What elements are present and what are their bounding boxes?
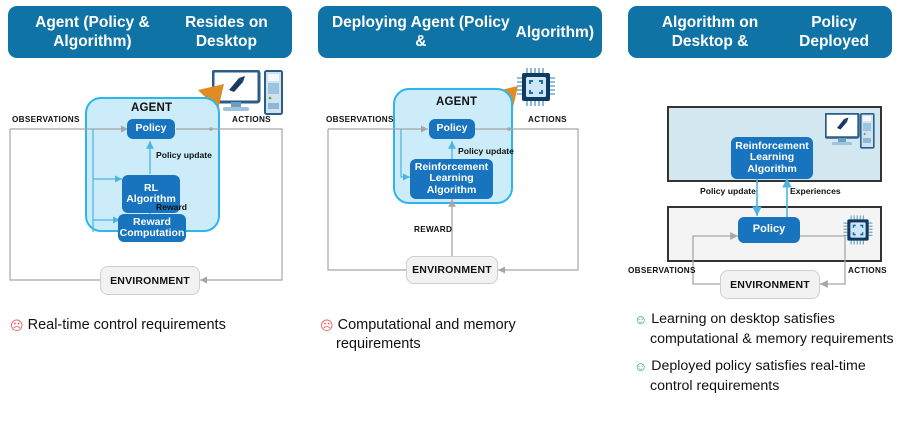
block-rl-algorithm-line-1: Reinforcement (414, 160, 489, 173)
label-reward: REWARD (414, 225, 453, 234)
bullet-text: Real-time control requirements (27, 317, 226, 333)
block-reward-computation-line-2: Computation (119, 227, 185, 239)
label-observations: OBSERVATIONS (628, 266, 696, 275)
panel-1-header-line-1: Agent (Policy & Algorithm) (35, 14, 150, 50)
panel-1-diagram: AGENT P (0, 62, 300, 312)
label-actions: ACTIONS (232, 115, 271, 124)
panel-2-header-line-1: Deploying Agent (Policy & (331, 14, 510, 50)
label-policy-update: Policy update (156, 150, 212, 160)
block-rl-algorithm-line-3: Algorithm (747, 162, 797, 175)
panel-3-bullets: ☺ Learning on desktop satisfies computat… (634, 310, 894, 404)
sad-face-icon: ☹ (320, 318, 334, 333)
bullet-text: Computational and memory requirements (336, 317, 516, 352)
panel-algorithm-desktop-policy-deployed: Algorithm on Desktop & Policy Deployed (620, 0, 900, 425)
block-reward-computation-line-1: Reward (133, 215, 171, 228)
block-rl-algorithm: RL Algorithm (122, 175, 180, 213)
block-rl-algorithm-line-3: Algorithm (426, 183, 477, 196)
panel-2-header-line-2: Algorithm) (515, 23, 594, 41)
bullet-item: ☹ Computational and memory requirements (320, 316, 604, 354)
panel-2-connectors (327, 125, 579, 274)
desktop-monitor-icon (824, 112, 865, 154)
block-rl-algorithm-line-2: Learning (749, 151, 795, 164)
microchip-icon (515, 66, 557, 113)
panel-2-diagram: AGENT Policy Reinforcement Learning Alg (310, 62, 610, 312)
block-reward-computation: Reward Computation (118, 214, 186, 242)
panel-2-header: Deploying Agent (Policy & Algorithm) (318, 6, 602, 58)
panel-3-header: Algorithm on Desktop & Policy Deployed (628, 6, 892, 58)
panel-3-connectors (692, 177, 846, 288)
bullet-item: ☺ Deployed policy satisfies real-time co… (634, 357, 894, 395)
happy-face-icon: ☺ (634, 312, 648, 327)
panel-3-header-line-1: Algorithm on Desktop & (661, 14, 759, 50)
bullet-text: Learning on desktop satisfies computatio… (650, 311, 894, 347)
happy-face-icon: ☺ (634, 359, 648, 374)
desktop-tower-icon (860, 113, 875, 154)
environment-box: ENVIRONMENT (406, 256, 498, 284)
label-experiences: Experiences (790, 186, 841, 196)
bullet-item: ☹ Real-time control requirements (10, 316, 294, 335)
panel-1-bullets: ☹ Real-time control requirements (10, 316, 294, 344)
block-rl-algorithm-line-2: Algorithm (126, 193, 176, 205)
label-policy-update: Policy update (700, 186, 756, 196)
panel-3-header-line-2: Policy Deployed (799, 14, 869, 50)
panel-agent-on-desktop: Agent (Policy & Algorithm) Resides on De… (0, 0, 300, 425)
bullet-text: Deployed policy satisfies real-time cont… (650, 358, 866, 394)
environment-box: ENVIRONMENT (720, 270, 820, 299)
label-reward: Reward (156, 202, 188, 212)
label-policy-update: Policy update (458, 146, 514, 156)
block-policy: Policy (127, 119, 175, 139)
block-rl-algorithm-line-2: Learning (429, 172, 474, 185)
desktop-monitor-icon (211, 69, 264, 121)
desktop-tower-icon (264, 70, 284, 121)
microchip-icon (842, 214, 874, 251)
agent-label: AGENT (131, 102, 173, 114)
block-rl-algorithm: Reinforcement Learning Algorithm (410, 159, 493, 199)
bullet-item: ☺ Learning on desktop satisfies computat… (634, 310, 894, 348)
block-policy: Policy (429, 119, 475, 139)
panel-1-header-line-2: Resides on Desktop (185, 14, 268, 50)
environment-box: ENVIRONMENT (100, 266, 200, 295)
block-policy: Policy (738, 217, 800, 243)
agent-label: AGENT (436, 96, 478, 108)
label-actions: ACTIONS (528, 115, 567, 124)
panel-deploying-agent: Deploying Agent (Policy & Algorithm) (310, 0, 610, 425)
panel-2-bullets: ☹ Computational and memory requirements (320, 316, 604, 363)
panel-1-header: Agent (Policy & Algorithm) Resides on De… (8, 6, 292, 58)
label-actions: ACTIONS (848, 266, 887, 275)
panel-1-connectors (9, 125, 283, 284)
block-rl-algorithm-line-1: RL (144, 181, 158, 194)
block-rl-algorithm-line-1: Reinforcement (735, 139, 809, 152)
panel-3-diagram: Reinforcement Learning Algorithm Policy … (620, 62, 900, 312)
block-rl-algorithm: Reinforcement Learning Algorithm (731, 137, 813, 179)
sad-face-icon: ☹ (10, 318, 24, 333)
label-observations: OBSERVATIONS (326, 115, 394, 124)
label-observations: OBSERVATIONS (12, 115, 80, 124)
